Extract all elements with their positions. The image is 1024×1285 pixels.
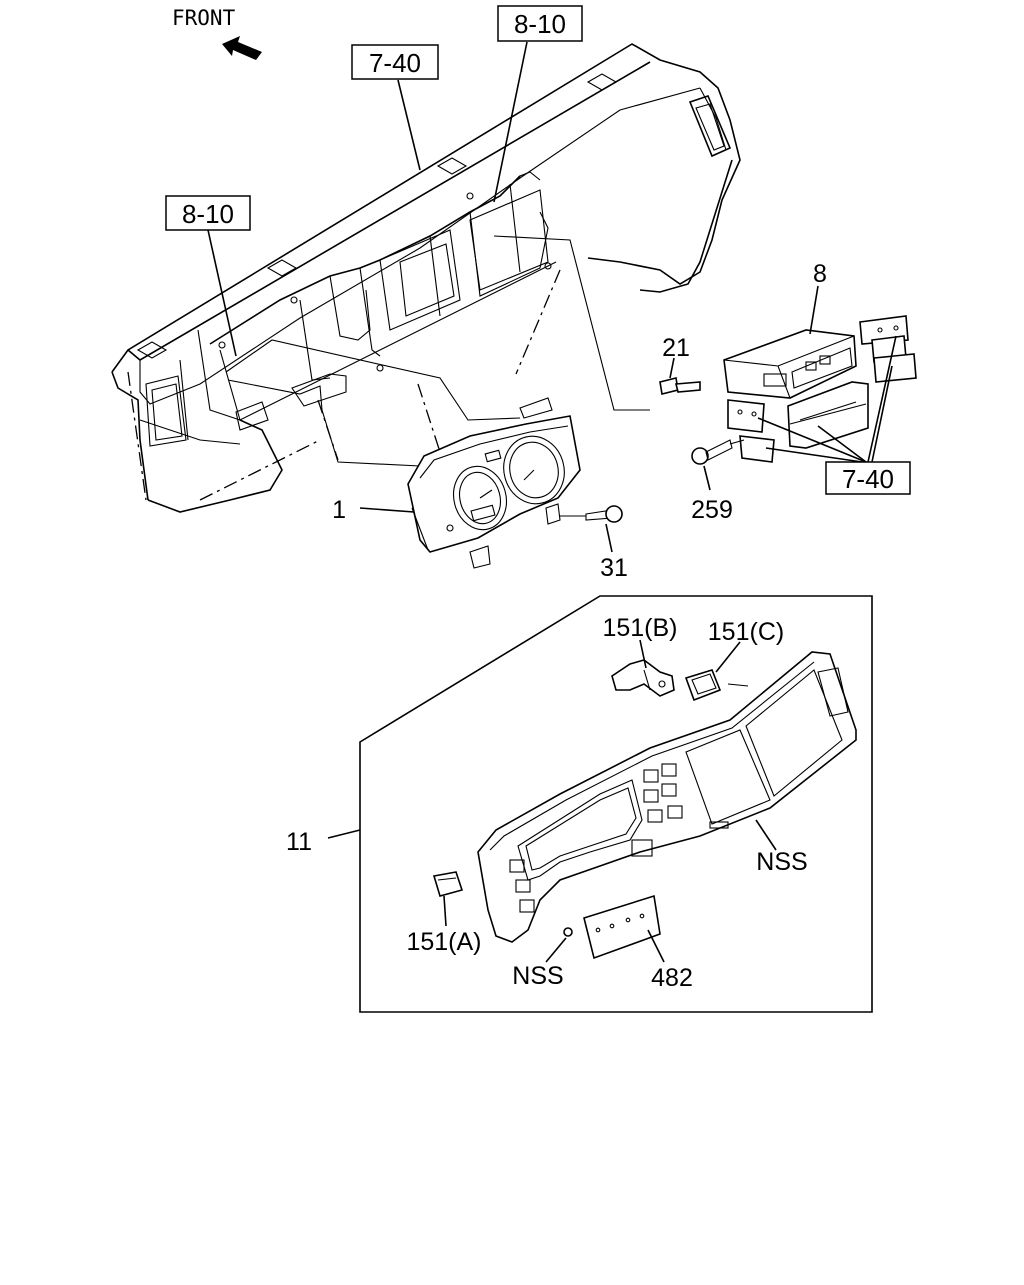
label-part-8: 8: [813, 260, 827, 288]
ref-8-10-top-text: 8-10: [514, 9, 566, 39]
pocket-tray: [787, 381, 869, 449]
leader-part-151a: [443, 895, 447, 927]
leader-part-1: [359, 507, 415, 513]
ref-7-40-top-text: 7-40: [369, 48, 421, 78]
phantom-line-3: [515, 269, 561, 375]
front-arrow-icon: [222, 36, 262, 60]
ref-box-7-40-top[interactable]: 7-40: [351, 44, 439, 80]
label-part-21: 21: [662, 334, 690, 362]
label-part-151a: 151(A): [406, 928, 481, 956]
ref-8-10-left-text: 8-10: [182, 199, 234, 229]
leader-part-151b: [639, 639, 647, 669]
label-part-31: 31: [600, 554, 628, 582]
leader-part-259: [703, 465, 711, 491]
leader-part-482: [647, 929, 665, 963]
label-nss-bottom: NSS: [512, 962, 563, 990]
label-nss-right: NSS: [756, 848, 807, 876]
clip-151a-icon: [432, 871, 464, 897]
harness-line-b: [227, 379, 421, 467]
clip-151c-icon: [684, 669, 749, 702]
front-label: FRONT: [172, 6, 236, 30]
harness-line-a: [225, 339, 521, 421]
connector-21-icon: [659, 377, 701, 395]
leader-nss-bottom: [545, 937, 567, 963]
leaders-7-40-right: [757, 335, 897, 463]
plate-482: [583, 894, 661, 960]
ref-box-8-10-top[interactable]: 8-10: [497, 5, 583, 42]
leader-part-151c: [715, 641, 741, 673]
leader-8-10-left: [207, 229, 237, 357]
label-part-1: 1: [332, 496, 346, 524]
leader-part-8: [809, 285, 819, 335]
nut-icon: [563, 927, 573, 937]
detail-box: [359, 595, 873, 1013]
leader-part-21: [669, 357, 675, 379]
ref-box-7-40-right[interactable]: 7-40: [825, 461, 911, 495]
screw-31-icon: [560, 505, 623, 523]
harness-line-c: [493, 235, 650, 411]
ref-box-8-10-left[interactable]: 8-10: [165, 195, 251, 231]
dashboard-assembly: [111, 43, 741, 513]
phantom-line-2: [417, 383, 441, 453]
label-part-151b: 151(B): [602, 614, 677, 642]
instrument-cluster: [407, 397, 581, 569]
screw-259-icon: [691, 439, 745, 465]
ref-7-40-right-text: 7-40: [842, 464, 894, 494]
leader-part-31: [605, 523, 613, 553]
cluster-bezel-11: [477, 651, 857, 943]
clip-151b-icon: [611, 659, 675, 697]
phantom-line-1: [317, 399, 339, 461]
label-part-482: 482: [651, 964, 693, 992]
leader-8-10-top: [493, 41, 528, 203]
label-part-259: 259: [691, 496, 733, 524]
leader-nss-right: [755, 819, 777, 851]
leader-part-11: [327, 829, 361, 839]
leader-7-40-top: [397, 79, 421, 171]
radio-unit-8: [723, 329, 857, 399]
label-part-11: 11: [286, 828, 312, 856]
label-part-151c: 151(C): [708, 618, 784, 646]
